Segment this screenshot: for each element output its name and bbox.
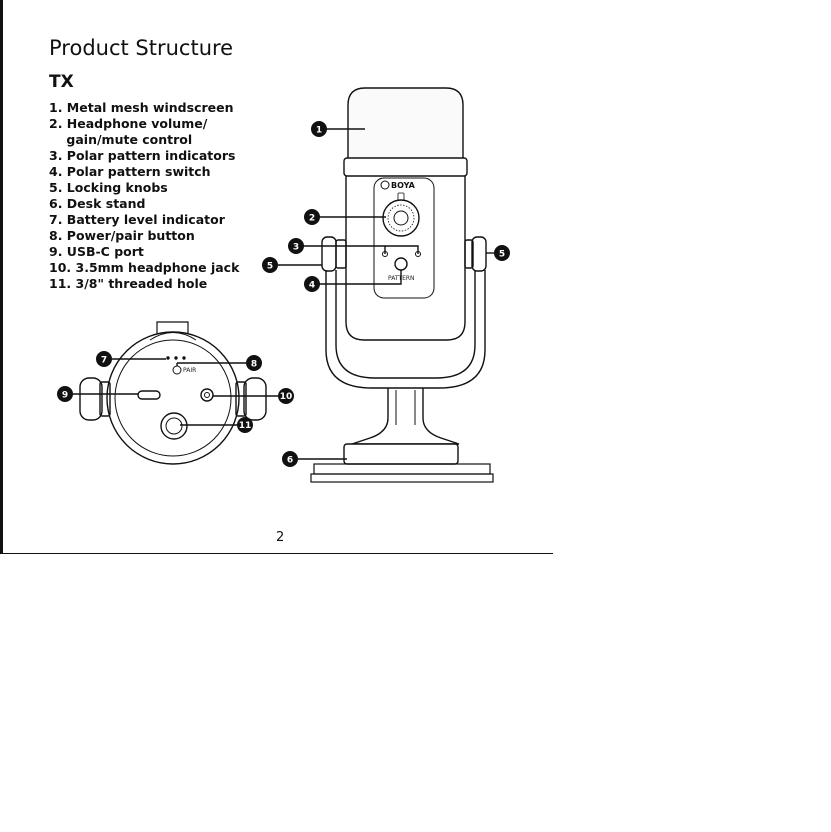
list-item: 5. Locking knobs — [49, 180, 168, 195]
pattern-switch — [394, 257, 408, 271]
mic-body — [345, 176, 466, 341]
headphone-jack — [200, 388, 214, 402]
section-subtitle: TX — [49, 72, 74, 92]
list-item: 11. 3/8" threaded hole — [49, 276, 208, 291]
svg-text:5: 5 — [267, 262, 273, 272]
svg-text:2: 2 — [309, 214, 315, 224]
page-title: Product Structure — [49, 36, 234, 60]
locking-knob-right — [471, 236, 487, 272]
callout-1: 1 — [311, 121, 327, 137]
product-diagram: BOYA PATTERN — [57, 87, 510, 483]
parts-list: 1. Metal mesh windscreen 2. Headphone vo… — [49, 100, 239, 292]
list-item: 6. Desk stand — [49, 196, 146, 211]
desk-stand-base — [343, 443, 459, 465]
callout-4: 4 — [304, 276, 320, 292]
svg-text:10: 10 — [280, 392, 293, 402]
callout-10: 10 — [278, 388, 294, 404]
pair-label: PAIR — [183, 367, 196, 374]
bottom-knob-right — [243, 377, 267, 421]
list-item: 10. 3.5mm headphone jack — [49, 260, 240, 275]
mesh-windscreen — [347, 87, 464, 158]
svg-text:8: 8 — [251, 360, 257, 370]
svg-text:1: 1 — [316, 126, 322, 136]
brand-label: BOYA — [391, 181, 416, 190]
manual-page: Product Structure TX 1. Metal mesh winds… — [0, 0, 553, 554]
collar-ring — [343, 157, 468, 177]
stand-yoke — [335, 270, 476, 379]
svg-text:5: 5 — [499, 250, 505, 260]
callout-5-right: 5 — [494, 245, 510, 261]
callout-6: 6 — [282, 451, 298, 467]
control-panel — [373, 177, 435, 299]
list-item: 3. Polar pattern indicators — [49, 148, 236, 163]
callout-3: 3 — [288, 238, 304, 254]
mute-icon — [397, 192, 405, 201]
locking-knob-left — [321, 236, 337, 272]
volume-knob — [382, 199, 420, 237]
svg-text:9: 9 — [62, 391, 68, 401]
page-number: 2 — [276, 530, 285, 545]
callout-7: 7 — [96, 351, 112, 367]
callout-8: 8 — [246, 355, 262, 371]
svg-text:3: 3 — [293, 243, 299, 253]
stand-neck — [351, 388, 460, 445]
callout-11: 11 — [237, 417, 253, 433]
bottom-knob-left — [79, 377, 103, 421]
svg-text:4: 4 — [309, 281, 315, 291]
power-button — [172, 365, 182, 375]
bottom-view-ring — [106, 331, 240, 465]
svg-text:6: 6 — [287, 456, 293, 466]
list-item: 1. Metal mesh windscreen — [49, 100, 234, 115]
list-item: 2. Headphone volume/ — [49, 116, 208, 131]
callout-9: 9 — [57, 386, 73, 402]
svg-text:11: 11 — [239, 421, 252, 431]
usb-c-port — [137, 390, 161, 400]
list-item: 7. Battery level indicator — [49, 212, 225, 227]
list-item: 9. USB-C port — [49, 244, 144, 259]
callout-5-left: 5 — [262, 257, 278, 273]
list-item: gain/mute control — [49, 132, 193, 147]
list-item: 8. Power/pair button — [49, 228, 195, 243]
svg-text:7: 7 — [101, 356, 107, 366]
brand-logo-icon — [380, 180, 390, 190]
threaded-hole — [160, 412, 188, 440]
callout-2: 2 — [304, 209, 320, 225]
list-item: 4. Polar pattern switch — [49, 164, 211, 179]
